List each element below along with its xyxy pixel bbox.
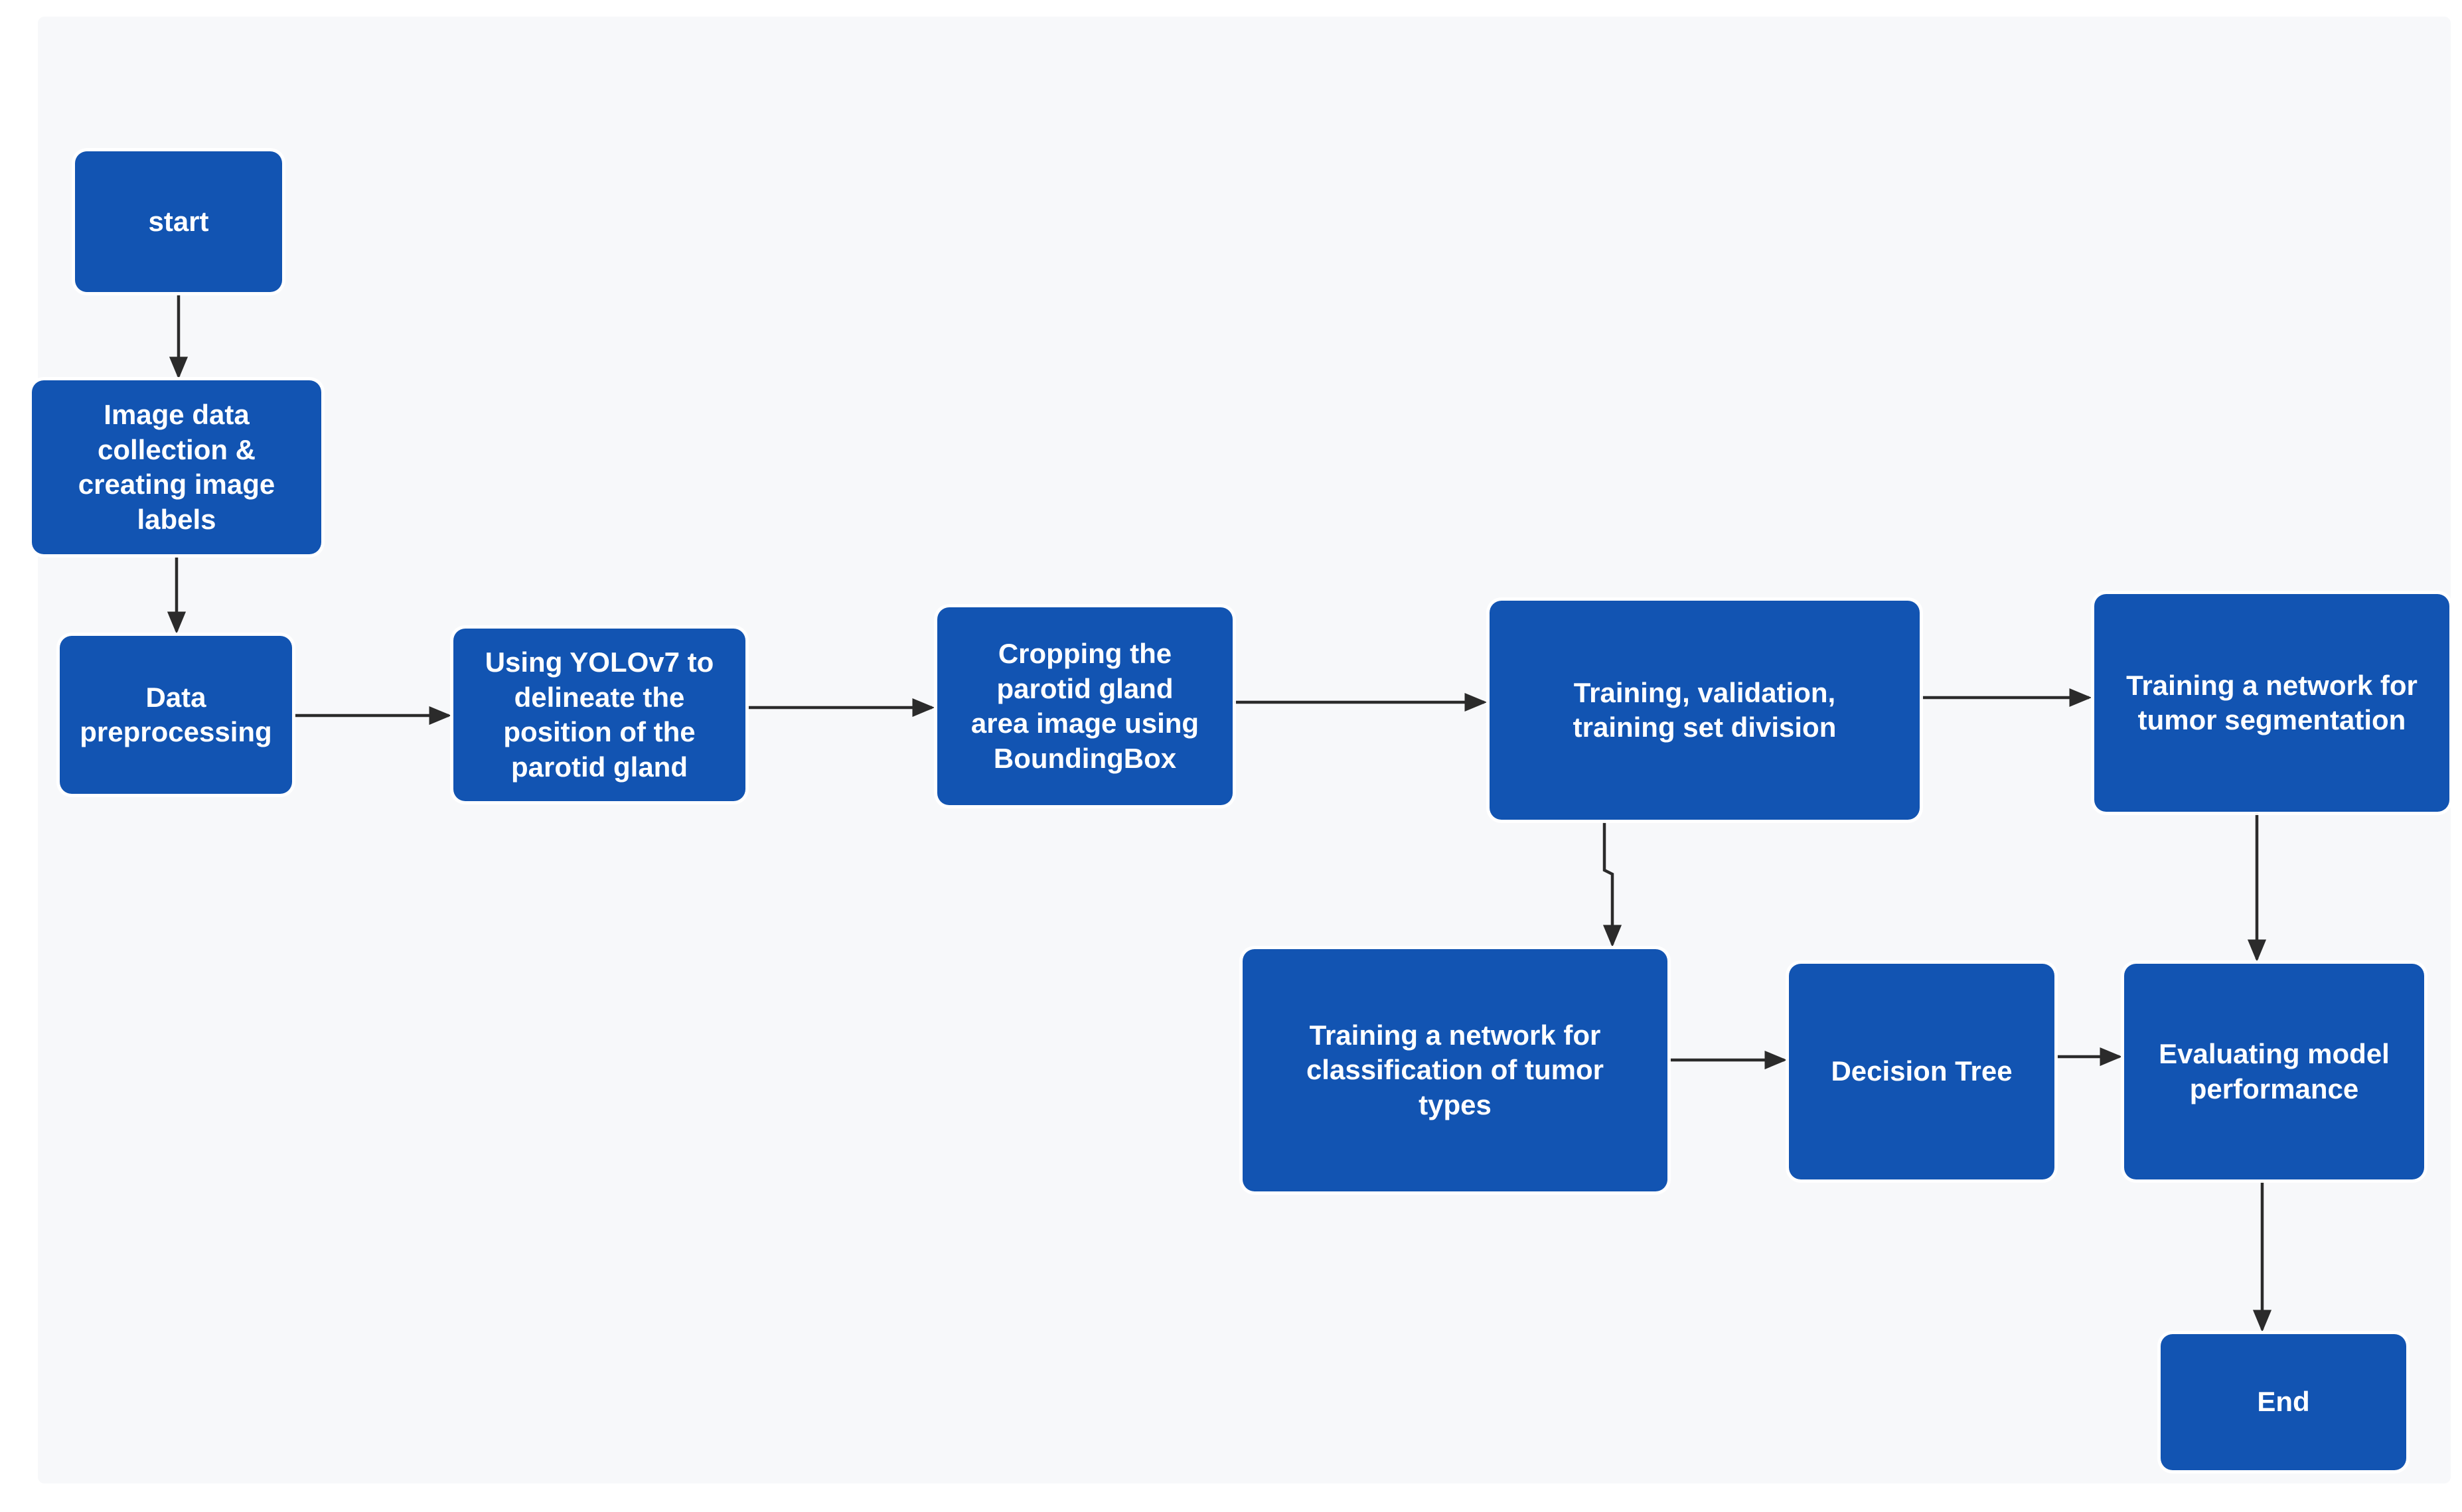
node-evaluating-performance: Evaluating model performance: [2124, 964, 2424, 1179]
node-data-preprocessing: Data preprocessing: [60, 636, 292, 794]
flowchart-canvas: [38, 17, 2451, 1483]
node-end: End: [2161, 1334, 2406, 1470]
node-tumor-segmentation-network: Training a network for tumor segmentatio…: [2094, 594, 2449, 812]
node-tumor-classification-network: Training a network for classification of…: [1243, 949, 1667, 1191]
node-decision-tree: Decision Tree: [1789, 964, 2054, 1179]
node-start: start: [75, 151, 282, 292]
node-set-division: Training, validation, training set divis…: [1490, 601, 1920, 820]
node-image-data-collection: Image data collection & creating image l…: [32, 380, 321, 554]
node-yolov7-delineation: Using YOLOv7 to delineate the position o…: [453, 629, 745, 801]
node-cropping-boundingbox: Cropping the parotid gland area image us…: [937, 607, 1233, 805]
